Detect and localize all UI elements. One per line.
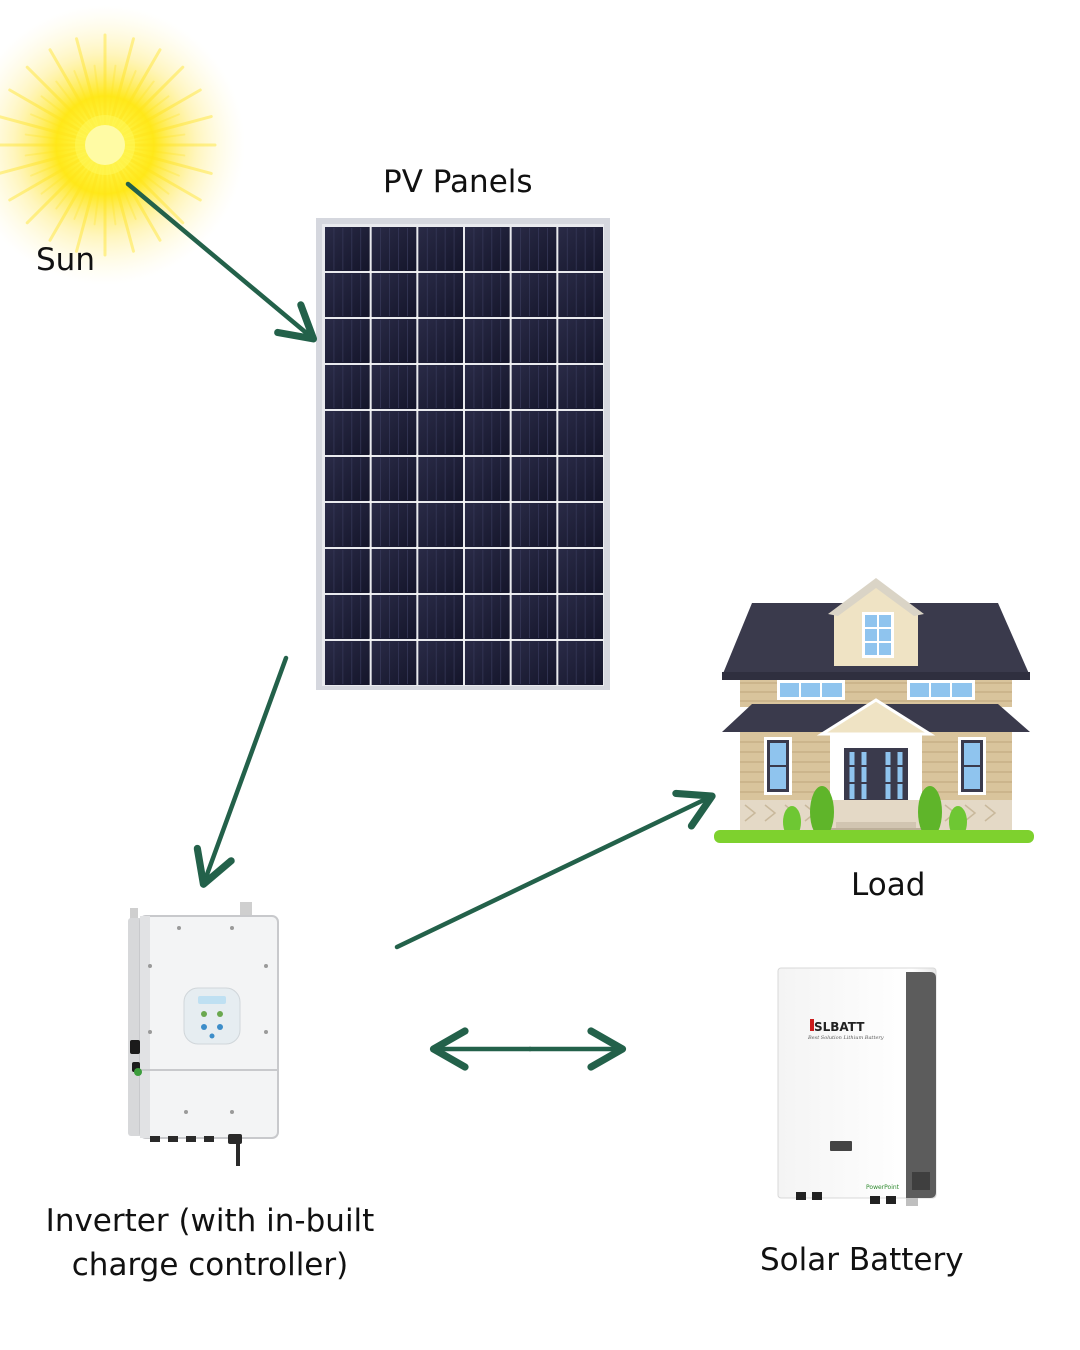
inverter-label-line1: Inverter (with in-built: [45, 1203, 375, 1239]
solar-panel-icon: [316, 218, 610, 690]
sun-label: Sun: [36, 242, 95, 278]
battery-logo: SLBATT: [814, 1020, 865, 1034]
battery-tagline: Best Solution Lithium Battery: [807, 1035, 884, 1041]
sun-icon: [0, 5, 245, 285]
arrow-panel-to-inverter: [193, 655, 289, 888]
inverter-label-line2: charge controller): [71, 1247, 349, 1283]
inverter-icon: [128, 902, 279, 1166]
arrow-inverter-to-load: [394, 789, 716, 950]
battery-product: PowerPoint: [866, 1184, 900, 1191]
load-label: Load: [851, 867, 926, 903]
house-icon: [714, 578, 1034, 843]
pv-panels-label: PV Panels: [383, 164, 533, 200]
flow-arrows: [125, 181, 716, 1071]
battery-icon: SLBATT Best Solution Lithium Battery Pow…: [777, 967, 937, 1206]
solar-battery-label: Solar Battery: [760, 1242, 964, 1278]
arrow-sun-to-panel: [125, 181, 318, 343]
inverter-label: Inverter (with in-built charge controlle…: [40, 1199, 380, 1287]
